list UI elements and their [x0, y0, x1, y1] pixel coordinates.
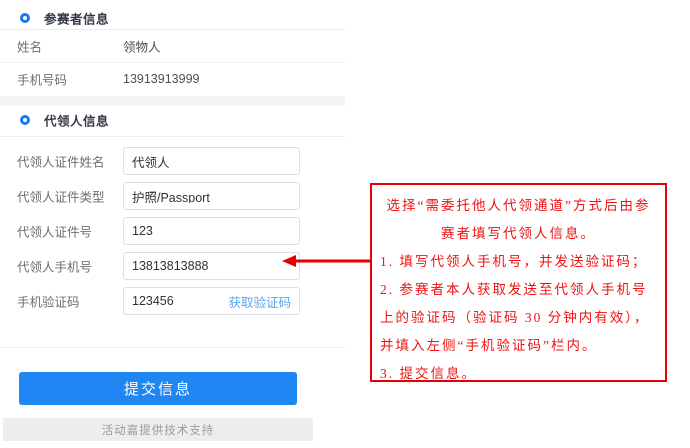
agent-section-header: 代领人信息 [0, 108, 345, 132]
section-bullet-icon [20, 13, 30, 23]
get-code-link[interactable]: 获取验证码 [228, 295, 291, 310]
agent-id-type-input[interactable] [132, 189, 291, 203]
field-label: 代领人证件号 [17, 225, 93, 240]
sms-code-input-box: 获取验证码 [123, 287, 300, 315]
field-label: 手机验证码 [17, 295, 80, 310]
agent-id-type-input-box [123, 182, 300, 210]
submit-button[interactable]: 提交信息 [19, 372, 297, 405]
annotation-step: 1. 填写代领人手机号，并发送验证码； [380, 254, 648, 269]
agent-id-number-input[interactable] [132, 224, 291, 238]
footer-bar: 活动嘉提供技术支持 [3, 418, 313, 441]
divider [0, 136, 345, 137]
participant-phone-row: 手机号码 13913913999 [0, 63, 345, 95]
annotation-step: 3. 提交信息。 [380, 366, 477, 381]
participant-section-title: 参赛者信息 [44, 12, 110, 27]
participant-name-row: 姓名 领物人 [0, 30, 345, 62]
registration-form: 参赛者信息 姓名 领物人 手机号码 13913913999 代领人信息 代领人证… [0, 6, 345, 441]
agent-phone-input-box [123, 252, 300, 280]
agent-id-number-row: 代领人证件号 [0, 217, 345, 245]
divider [0, 29, 345, 30]
field-value: 13913913999 [123, 72, 200, 86]
agent-id-name-input-box [123, 147, 300, 175]
agent-id-name-row: 代领人证件姓名 [0, 147, 345, 175]
divider [0, 62, 345, 63]
section-bullet-icon [20, 115, 30, 125]
agent-phone-row: 代领人手机号 [0, 252, 345, 280]
sms-code-input[interactable] [132, 294, 229, 308]
sms-code-row: 手机验证码 获取验证码 [0, 287, 345, 315]
field-label: 手机号码 [17, 73, 68, 88]
footer-text: 活动嘉提供技术支持 [101, 424, 215, 437]
divider [0, 347, 345, 348]
field-label: 代领人手机号 [17, 260, 93, 275]
field-value: 领物人 [123, 40, 161, 55]
field-label: 代领人证件类型 [17, 190, 105, 205]
agent-id-type-row: 代领人证件类型 [0, 182, 345, 210]
field-label: 姓名 [17, 40, 43, 55]
section-separator [0, 96, 345, 106]
agent-id-number-input-box [123, 217, 300, 245]
participant-section-header: 参赛者信息 [0, 6, 345, 30]
arrow-left-icon [282, 255, 372, 267]
annotation-box: 选择“需委托他人代领通道”方式后由参赛者填写代领人信息。 1. 填写代领人手机号… [370, 183, 667, 382]
agent-section-title: 代领人信息 [44, 114, 110, 129]
annotation-intro: 选择“需委托他人代领通道”方式后由参赛者填写代领人信息。 [386, 198, 651, 241]
annotation-step: 2. 参赛者本人获取发送至代领人手机号上的验证码（验证码 30 分钟内有效），并… [380, 282, 650, 353]
agent-id-name-input[interactable] [132, 154, 291, 168]
agent-phone-input[interactable] [132, 259, 291, 273]
field-label: 代领人证件姓名 [17, 155, 105, 170]
